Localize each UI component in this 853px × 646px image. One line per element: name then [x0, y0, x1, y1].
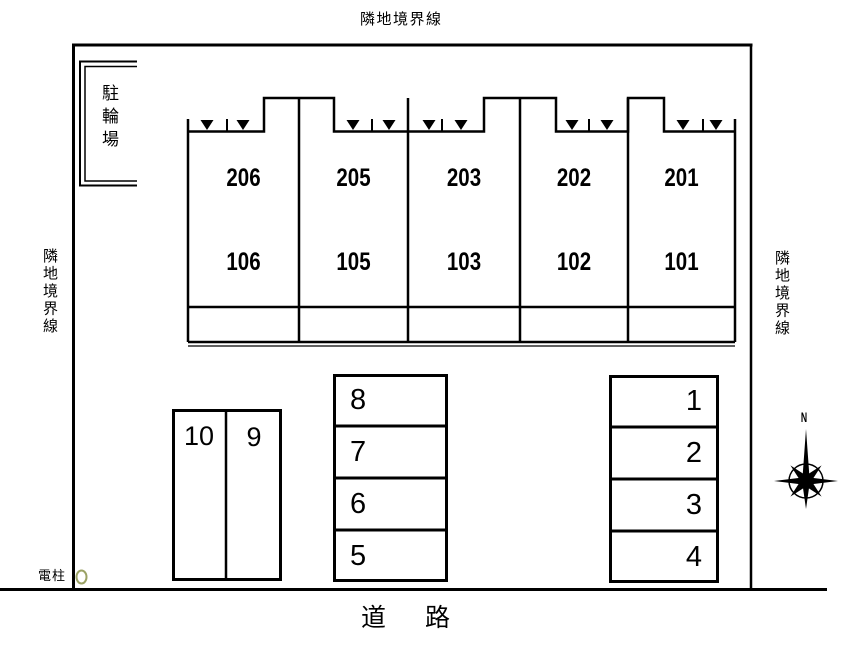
- room-number-203: 203: [446, 163, 482, 192]
- entrance-arrow-icon: [236, 120, 250, 130]
- room-number-106: 106: [226, 247, 261, 276]
- parking-space-4: 4: [685, 540, 702, 573]
- building-outline: [186, 96, 737, 342]
- room-number-102: 102: [556, 247, 592, 276]
- parking-middle-column-box: [333, 374, 448, 582]
- bicycle-parking-label: 駐輪場: [99, 84, 118, 153]
- boundary-label-left: 隣地境界線: [41, 248, 58, 336]
- parking-space-1: 1: [685, 384, 702, 417]
- room-number-103: 103: [446, 247, 482, 276]
- parking-space-8: 8: [350, 383, 367, 416]
- room-number-105: 105: [336, 247, 371, 276]
- room-number-201: 201: [664, 163, 699, 192]
- compass-north-label: N: [800, 409, 808, 425]
- boundary-label-right: 隣地境界線: [773, 250, 790, 338]
- entrance-arrow-icon: [382, 120, 396, 130]
- entrance-arrow-icon: [600, 120, 614, 130]
- entrance-arrows: [200, 120, 723, 130]
- entrance-arrow-icon: [454, 120, 468, 130]
- entrance-tick-marks: [226, 119, 704, 131]
- utility-pole-icon: [75, 569, 88, 585]
- compass-rose-icon: [774, 429, 838, 509]
- room-number-206: 206: [226, 163, 261, 192]
- entrance-arrow-icon: [676, 120, 690, 130]
- parking-right-column-box: [609, 375, 719, 583]
- parking-space-6: 6: [350, 487, 367, 520]
- parking-space-3: 3: [685, 488, 702, 521]
- parking-space-7: 7: [350, 435, 367, 468]
- utility-pole-label: 電柱: [38, 568, 67, 583]
- room-number-101: 101: [664, 247, 699, 276]
- room-number-205: 205: [336, 163, 371, 192]
- entrance-arrow-icon: [346, 120, 360, 130]
- boundary-label-top: 隣地境界線: [360, 11, 443, 28]
- entrance-arrow-icon: [422, 120, 436, 130]
- road-label: 道路: [361, 604, 490, 632]
- parking-space-10: 10: [183, 420, 215, 451]
- parking-space-2: 2: [685, 436, 702, 469]
- entrance-arrow-icon: [709, 120, 723, 130]
- bicycle-parking-outline: [79, 60, 137, 187]
- entrance-arrow-icon: [200, 120, 214, 130]
- parking-space-5: 5: [350, 539, 367, 572]
- building-unit-dividers: [297, 98, 630, 342]
- parking-space-9: 9: [246, 421, 262, 452]
- entrance-arrow-icon: [565, 120, 579, 130]
- room-number-202: 202: [556, 163, 592, 192]
